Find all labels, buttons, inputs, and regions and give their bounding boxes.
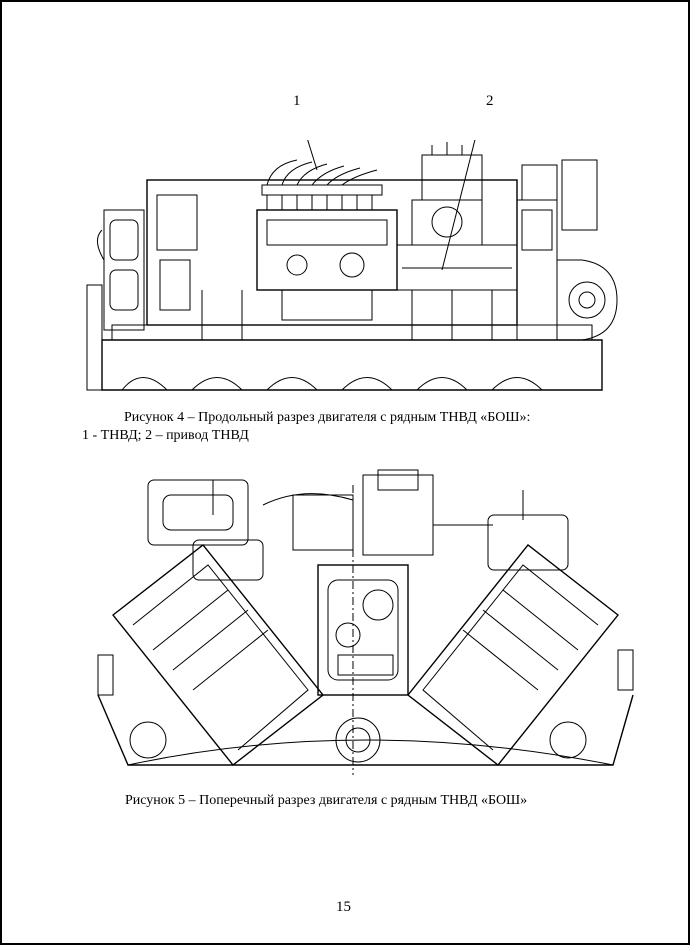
figure-4-longitudinal-section-drawing bbox=[82, 140, 622, 402]
figure-4-caption-line-2: 1 - ТНВД; 2 – привод ТНВД bbox=[82, 428, 249, 443]
figure-4-callout-2: 2 bbox=[486, 93, 494, 109]
page-number: 15 bbox=[336, 899, 351, 915]
figure-5-transverse-section-drawing bbox=[93, 465, 638, 780]
figure-4-callout-1: 1 bbox=[293, 93, 301, 109]
figure-4-caption-line-1: Рисунок 4 – Продольный разрез двигателя … bbox=[124, 410, 531, 425]
figure-5-caption: Рисунок 5 – Поперечный разрез двигателя … bbox=[125, 793, 528, 808]
